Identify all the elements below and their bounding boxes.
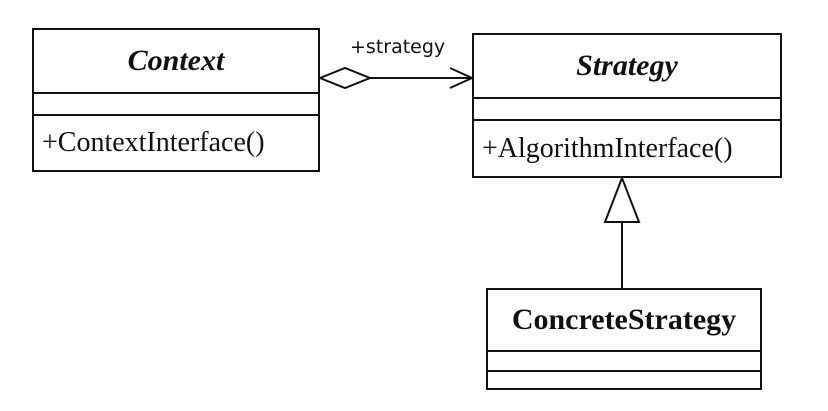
class-strategy[interactable]: Strategy +AlgorithmInterface() [472,33,782,178]
class-strategy-operation: +AlgorithmInterface() [482,132,733,164]
class-concrete-strategy-name: ConcreteStrategy [488,290,760,352]
class-context[interactable]: Context +ContextInterface() [32,28,320,172]
class-context-attributes [34,94,318,116]
class-strategy-name: Strategy [474,35,780,99]
class-context-name: Context [34,30,318,94]
class-concrete-strategy-attributes [488,352,760,372]
generalization-triangle-icon [603,175,641,223]
class-concrete-strategy[interactable]: ConcreteStrategy [486,288,762,390]
association-role-label: +strategy [350,36,446,58]
class-context-operation: +ContextInterface() [42,127,265,158]
class-strategy-attributes [474,99,780,121]
aggregation-diamond-icon [317,66,373,90]
class-concrete-strategy-operations [488,372,760,388]
